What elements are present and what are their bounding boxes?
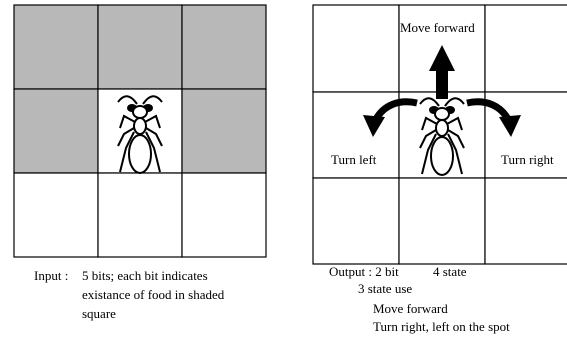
- grid-cell-r2-c1: [97, 172, 183, 258]
- output-caption-line2: 3 state use: [358, 281, 413, 296]
- input-caption-line3: square: [82, 306, 116, 321]
- move-forward-label: Move forward: [400, 20, 475, 35]
- grid-cell-r0-c1: [97, 4, 183, 90]
- output-caption-label: Output : 2 bit: [329, 264, 399, 279]
- out-cell-r0-c2: [484, 4, 567, 93]
- grid-cell-r2-c2: [181, 172, 267, 258]
- input-grid: [13, 4, 267, 258]
- turn-right-label: Turn right: [501, 152, 554, 167]
- output-caption-line4: Turn right, left on the spot: [373, 319, 510, 334]
- output-caption-states: 4 state: [433, 264, 467, 279]
- out-cell-r2-c0: [312, 177, 400, 265]
- input-caption-label: Input :: [34, 268, 69, 283]
- turn-left-arrow-icon: [363, 98, 418, 137]
- turn-left-label: Turn left: [331, 152, 377, 167]
- grid-cell-r0-c0: [13, 4, 99, 90]
- input-caption-line2: existance of food in shaded: [82, 287, 225, 302]
- forward-arrow-icon: [429, 45, 455, 99]
- out-cell-r0-c0: [312, 4, 400, 93]
- output-caption-line3: Move forward: [373, 301, 448, 316]
- out-cell-r2-c1: [398, 177, 486, 265]
- turn-right-arrow-icon: [466, 98, 521, 137]
- grid-cell-r0-c2: [181, 4, 267, 90]
- grid-cell-r1-c0: [13, 88, 99, 174]
- grid-cell-r2-c0: [13, 172, 99, 258]
- grid-cell-r1-c2: [181, 88, 267, 174]
- out-cell-r2-c2: [484, 177, 567, 265]
- input-caption-line1: 5 bits; each bit indicates: [82, 268, 208, 283]
- output-grid: [312, 4, 567, 265]
